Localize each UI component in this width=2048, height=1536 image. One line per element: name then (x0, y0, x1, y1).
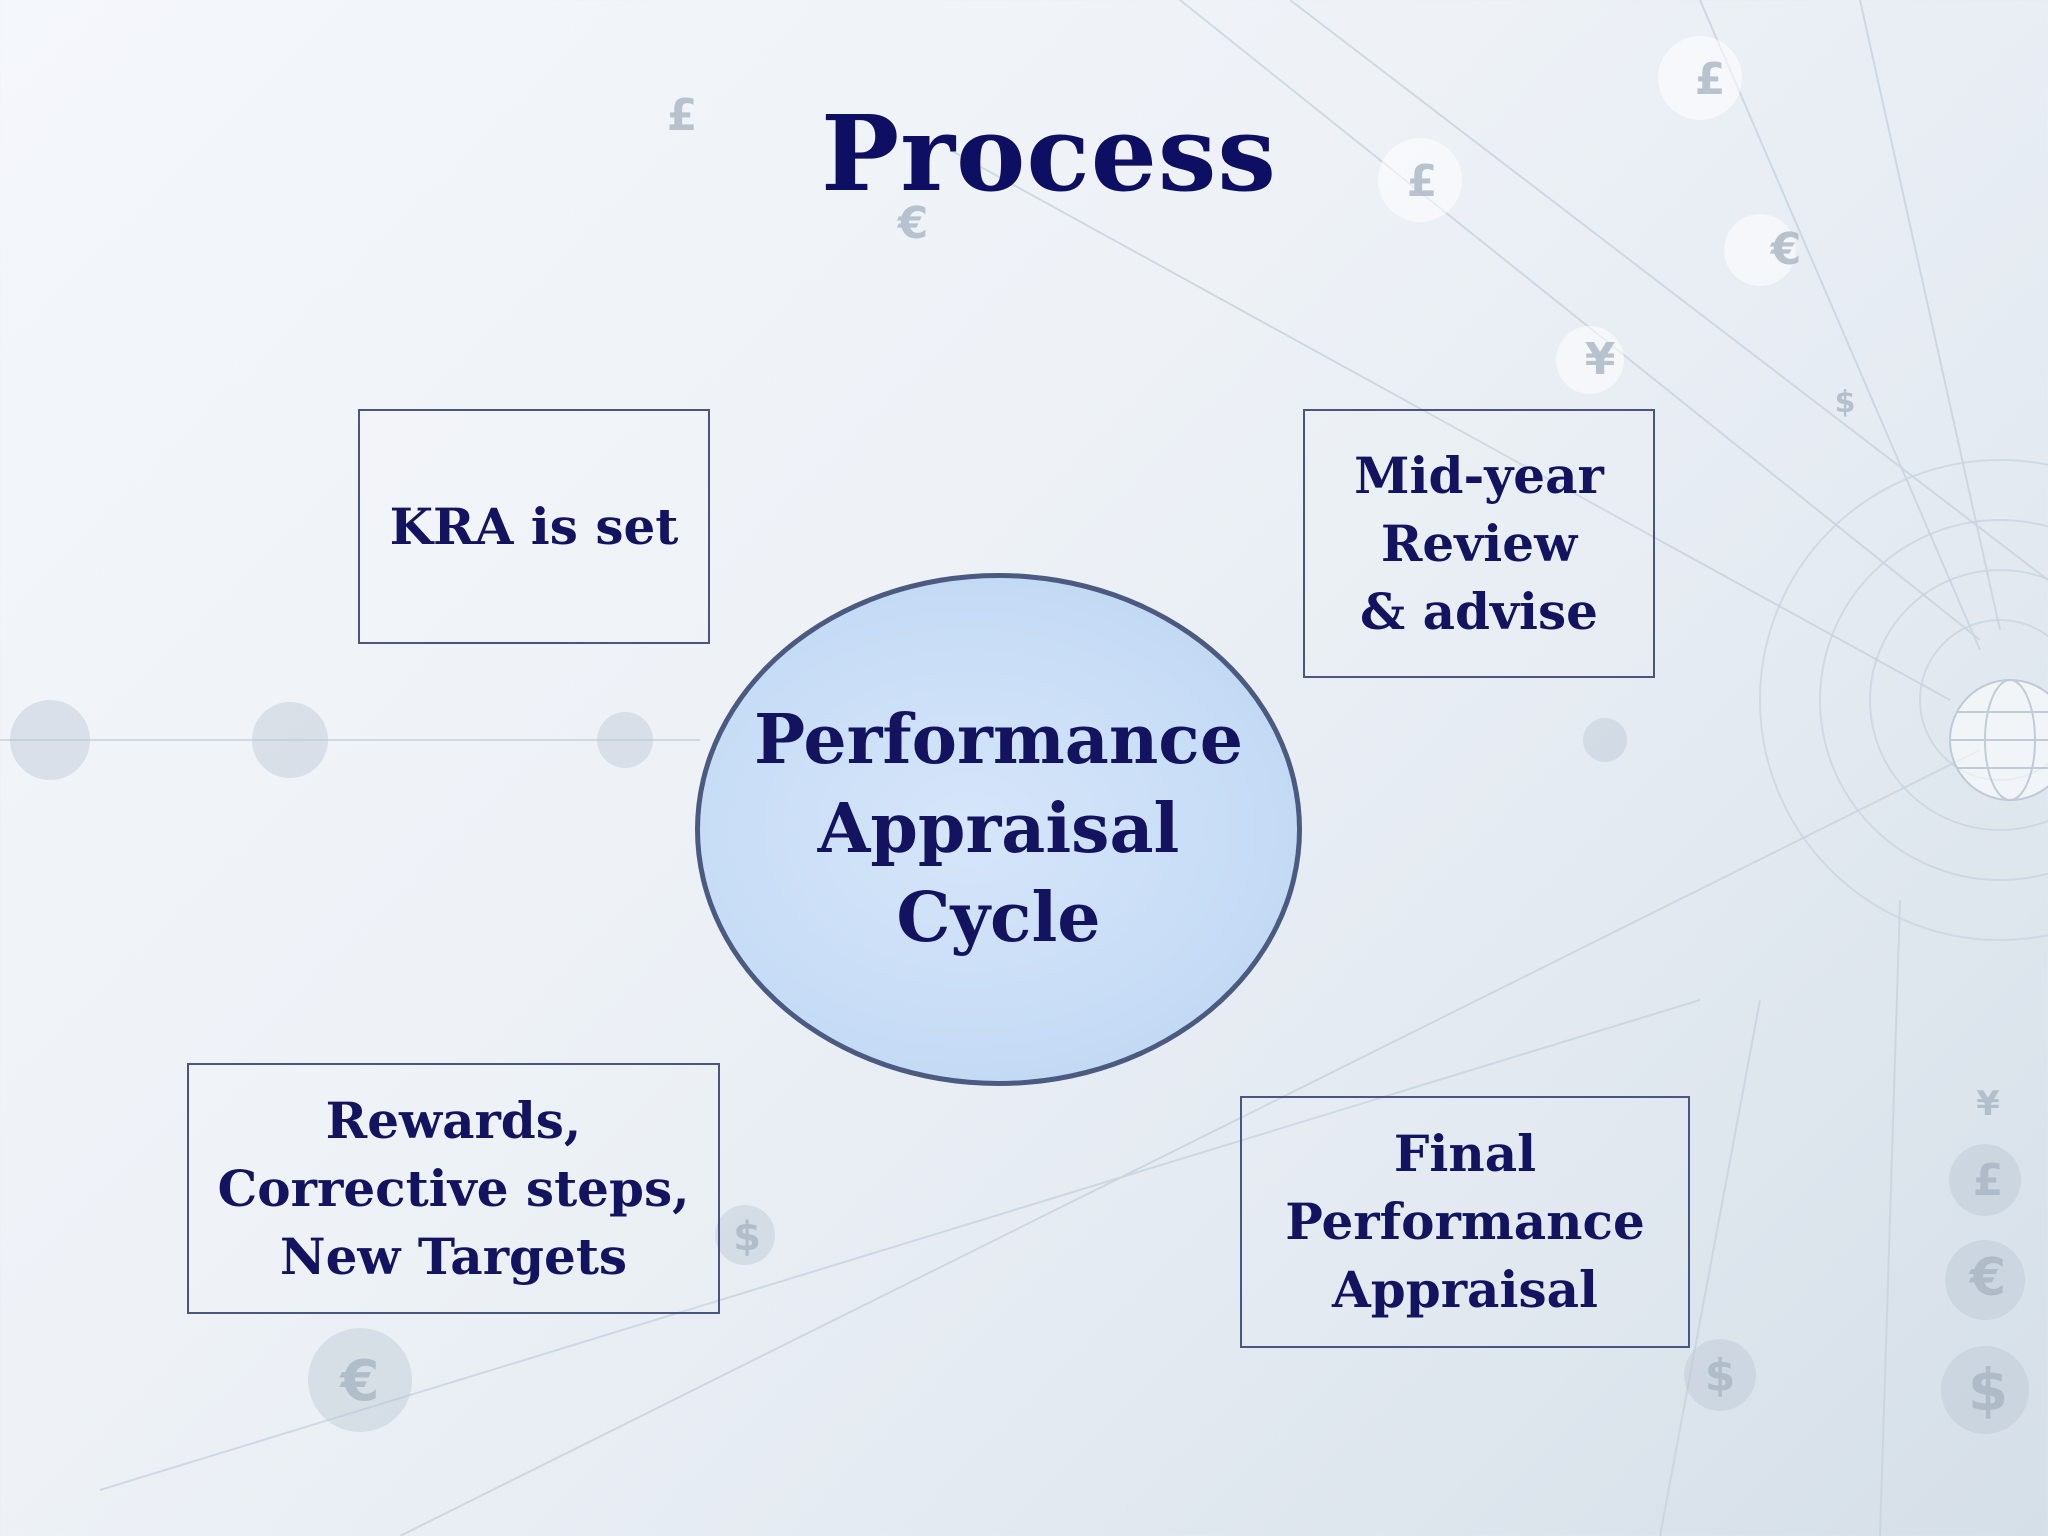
pound-icon: £ (1695, 54, 1726, 105)
center-cycle-label: Performance Appraisal Cycle (754, 700, 1243, 958)
euro-icon: € (897, 198, 929, 249)
dollar-icon: $ (1968, 1356, 2008, 1424)
yen-icon: ¥ (1585, 334, 1616, 385)
center-cycle-ellipse: Performance Appraisal Cycle (695, 573, 1302, 1086)
pound-icon: £ (1973, 1155, 2004, 1206)
euro-icon: € (1770, 224, 1802, 275)
pound-icon: £ (667, 90, 698, 141)
globe-icon (1949, 679, 2048, 801)
pound-icon: £ (1407, 156, 1438, 207)
step-label: Rewards, Corrective steps, New Targets (217, 1090, 690, 1286)
page-title: Process (821, 92, 1277, 215)
step-final-performance-appraisal: Final Performance Appraisal (1240, 1096, 1690, 1348)
step-label: KRA is set (389, 496, 679, 556)
dollar-icon: $ (733, 1214, 761, 1260)
step-label: Mid-year Review & advise (1354, 445, 1604, 641)
dollar-icon: $ (1835, 385, 1856, 420)
step-rewards-corrective-new-targets: Rewards, Corrective steps, New Targets (187, 1063, 720, 1314)
yen-icon: ¥ (1976, 1084, 2000, 1124)
step-mid-year-review: Mid-year Review & advise (1303, 409, 1655, 678)
euro-icon: € (339, 1349, 380, 1414)
step-kra-is-set: KRA is set (358, 409, 710, 644)
step-label: Final Performance Appraisal (1285, 1124, 1645, 1319)
euro-icon: € (1969, 1248, 2006, 1308)
dollar-icon: $ (1705, 1350, 1736, 1401)
